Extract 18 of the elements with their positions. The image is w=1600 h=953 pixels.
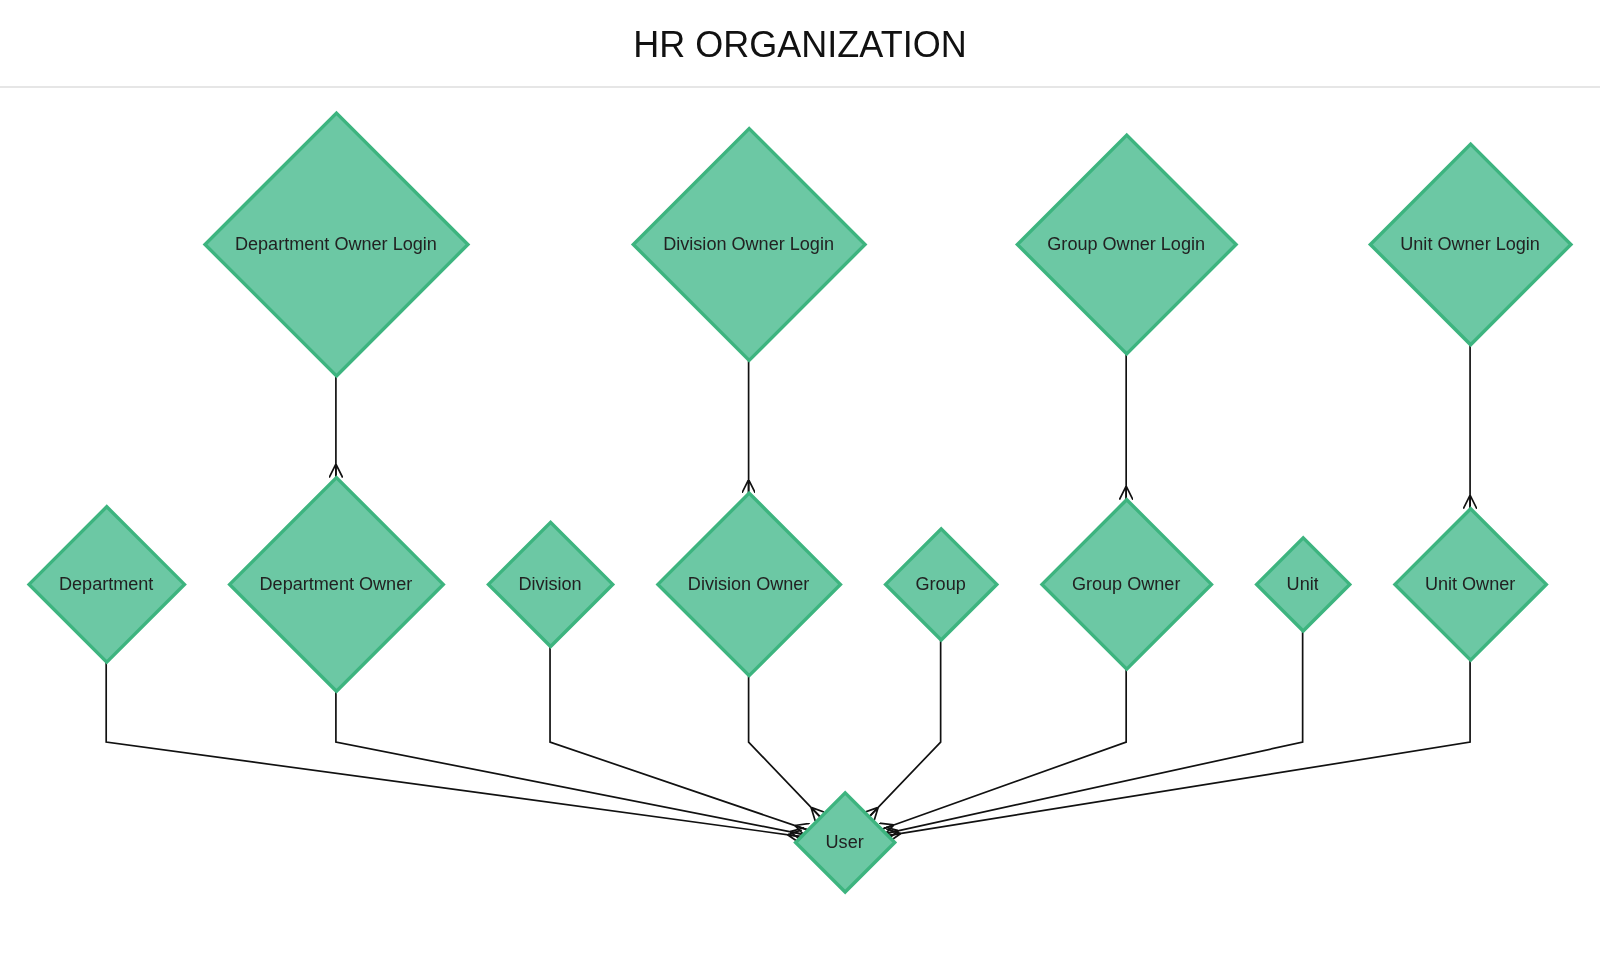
node-diamond: Group	[883, 526, 1000, 643]
node-diamond: Unit Owner	[1392, 506, 1549, 663]
node-diamond: Department Owner Login	[202, 111, 471, 379]
connector	[741, 359, 757, 495]
node-diamond: Division	[486, 520, 616, 650]
connector	[1462, 344, 1478, 511]
connector	[1118, 353, 1134, 501]
diagram-title: HR ORGANIZATION	[0, 0, 1600, 88]
node-diamond: Unit Owner Login	[1367, 142, 1574, 348]
connector	[328, 375, 344, 479]
node-diamond: Department	[26, 504, 187, 665]
node-diamond: User	[793, 790, 898, 895]
node-diamond: Unit	[1254, 535, 1353, 634]
node-diamond: Group Owner	[1039, 497, 1214, 672]
node-diamond: Group Owner Login	[1015, 133, 1239, 357]
node-diamond: Division Owner	[655, 491, 843, 679]
node-diamond: Department Owner	[227, 475, 446, 695]
node-diamond: Division Owner Login	[630, 126, 868, 364]
